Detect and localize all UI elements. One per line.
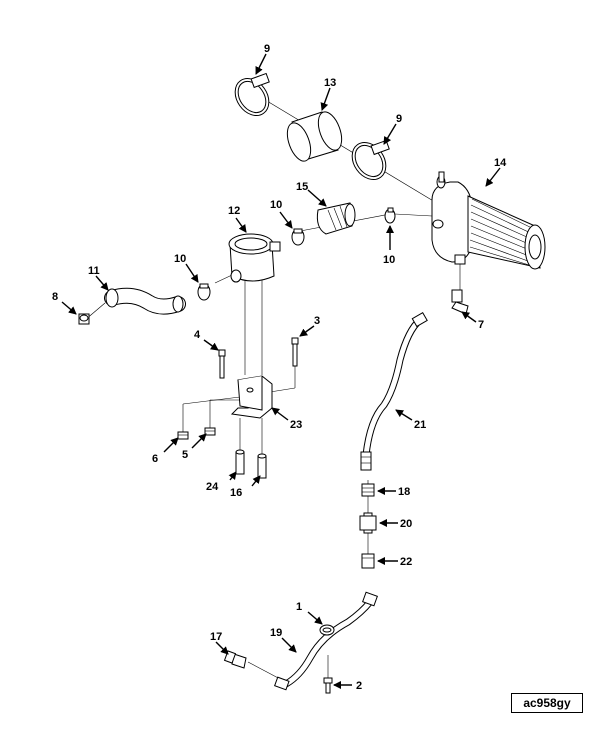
callout-14: 14 bbox=[494, 157, 507, 169]
callout-11: 11 bbox=[88, 265, 100, 277]
elbow-hose bbox=[316, 202, 356, 235]
bolt-4 bbox=[218, 349, 226, 379]
callout-10-b: 10 bbox=[383, 254, 395, 266]
callout-15: 15 bbox=[296, 181, 308, 193]
small-clamp-a bbox=[291, 228, 305, 246]
callout-9-lower: 9 bbox=[396, 113, 402, 125]
callout-24: 24 bbox=[206, 481, 219, 493]
nut-6 bbox=[177, 431, 189, 440]
callout-2: 2 bbox=[356, 680, 362, 692]
mounting-bracket bbox=[230, 375, 273, 419]
callout-1: 1 bbox=[296, 601, 302, 613]
connector-18 bbox=[361, 483, 375, 497]
callout-10-a: 10 bbox=[270, 199, 282, 211]
hose-clip bbox=[319, 624, 335, 636]
callout-9-upper: 9 bbox=[264, 43, 270, 55]
check-valve-20 bbox=[359, 512, 377, 534]
callout-10-c: 10 bbox=[174, 253, 186, 265]
clamp-upper bbox=[234, 72, 270, 117]
callout-6: 6 bbox=[152, 453, 158, 465]
small-clamp-c bbox=[197, 283, 211, 301]
callout-4: 4 bbox=[194, 329, 201, 341]
leader-arrows bbox=[61, 53, 501, 689]
callout-21: 21 bbox=[414, 419, 426, 431]
callout-23: 23 bbox=[290, 419, 302, 431]
separator-housing bbox=[228, 233, 281, 283]
callout-13: 13 bbox=[324, 77, 336, 89]
callout-3: 3 bbox=[314, 315, 320, 327]
callout-19: 19 bbox=[270, 627, 282, 639]
callout-18: 18 bbox=[398, 486, 410, 498]
callout-5: 5 bbox=[182, 449, 188, 461]
callout-12: 12 bbox=[228, 205, 240, 217]
nut-5 bbox=[204, 427, 216, 436]
elbow-fitting bbox=[451, 289, 469, 315]
callout-22: 22 bbox=[400, 556, 412, 568]
vent-hose-lower bbox=[274, 591, 378, 691]
fitting-nut bbox=[78, 313, 90, 325]
callout-labels: 9 13 9 14 15 10 12 10 10 11 8 7 4 3 21 2… bbox=[52, 43, 507, 692]
breather-hose bbox=[104, 287, 186, 315]
coupling-sleeve bbox=[286, 111, 343, 162]
connector-22 bbox=[361, 553, 375, 569]
spacer-24 bbox=[235, 449, 245, 475]
callout-8: 8 bbox=[52, 291, 58, 303]
small-clamp-b bbox=[384, 207, 396, 224]
screw-2 bbox=[323, 677, 333, 694]
callout-7: 7 bbox=[478, 319, 484, 331]
callout-20: 20 bbox=[400, 518, 412, 530]
air-cleaner-filter bbox=[431, 171, 546, 270]
spacer-16 bbox=[257, 453, 267, 479]
vent-hose-upper bbox=[360, 311, 428, 471]
clamp-lower bbox=[351, 139, 390, 181]
callout-17: 17 bbox=[210, 631, 222, 643]
figure-id-label: ac958gy bbox=[511, 693, 583, 713]
callout-16: 16 bbox=[230, 487, 242, 499]
bolt-3 bbox=[291, 337, 299, 367]
